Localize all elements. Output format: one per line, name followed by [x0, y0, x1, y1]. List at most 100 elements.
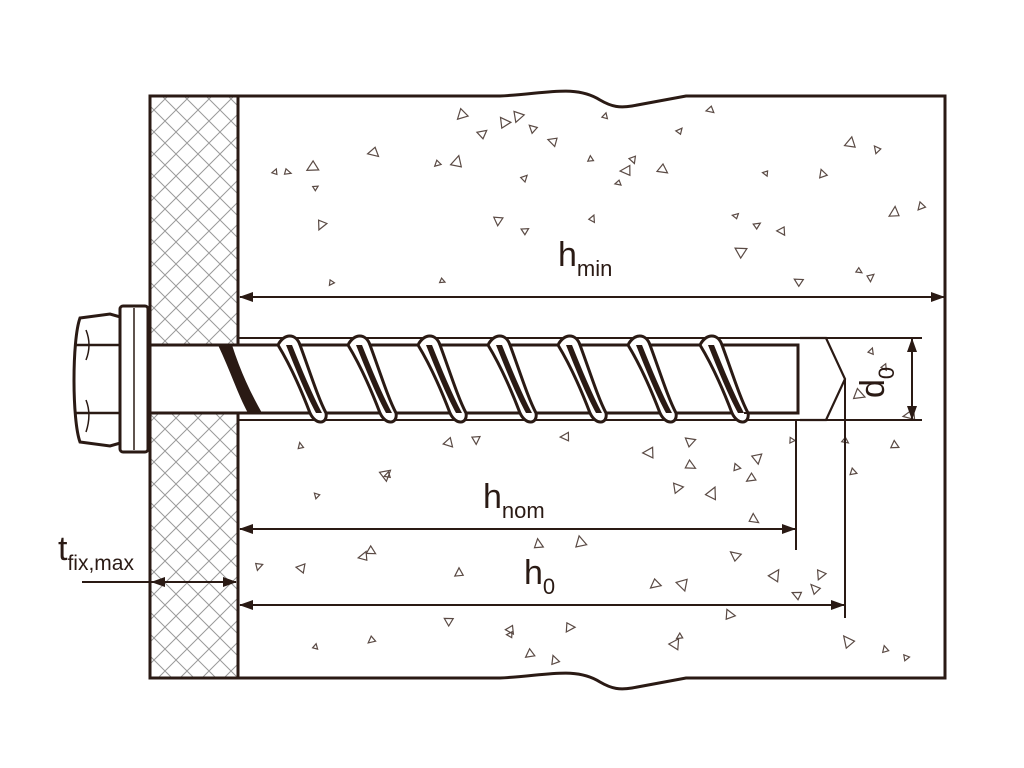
aggregate-speck — [438, 276, 447, 284]
aggregate-speck — [704, 485, 717, 501]
aggregate-speck — [311, 185, 320, 192]
aggregate-speck — [641, 446, 654, 459]
aggregate-speck — [731, 212, 740, 220]
aggregate-speck — [852, 387, 867, 400]
aggregate-speck — [328, 278, 336, 287]
aggregate-speck — [586, 154, 595, 162]
thread-flank — [636, 345, 672, 413]
aggregate-speck — [854, 266, 864, 274]
aggregate-speck — [254, 562, 264, 572]
aggregate-speck — [283, 167, 293, 175]
aggregate-speck — [649, 577, 663, 589]
aggregate-speck — [789, 436, 797, 444]
aggregate-speck — [456, 107, 470, 121]
aggregate-speck — [475, 129, 488, 140]
aggregate-speck — [684, 437, 697, 449]
hex-head-chamfer — [85, 329, 90, 433]
aggregate-speck — [442, 436, 454, 448]
aggregate-speck — [294, 562, 306, 575]
aggregate-speck — [575, 534, 588, 548]
h0-label: h0 — [524, 554, 555, 599]
aggregate-speck — [492, 216, 504, 228]
aggregate-speck — [810, 583, 822, 596]
aggregate-speck — [767, 568, 780, 583]
aggregate-speck — [587, 213, 596, 224]
aggregate-speck — [793, 278, 805, 288]
aggregate-speck — [881, 644, 890, 654]
aggregate-speck — [752, 222, 762, 231]
screw-anchor — [148, 334, 800, 424]
aggregate-speck — [365, 544, 377, 555]
thread-flank — [496, 345, 532, 413]
thread-flank — [286, 345, 322, 413]
aggregate-speck — [551, 654, 561, 666]
aggregate-speck — [704, 105, 715, 114]
aggregate-speck — [270, 167, 278, 176]
h-nom-label: hnom — [483, 478, 545, 523]
aggregate-speck — [684, 458, 697, 469]
aggregate-speck — [627, 155, 637, 165]
aggregate-speck — [725, 608, 737, 621]
aggregate-speck — [675, 631, 684, 640]
thread-flank — [566, 345, 602, 413]
aggregate-speck — [734, 247, 748, 260]
aggregate-speck — [761, 170, 769, 178]
aggregate-speck — [750, 453, 763, 466]
aggregate-speck — [866, 346, 874, 356]
screw-threads — [276, 334, 760, 424]
hex-head-facet — [76, 343, 120, 415]
aggregate-speck — [558, 431, 570, 442]
aggregate-speck — [367, 634, 377, 644]
hex-head — [72, 312, 126, 448]
screw-thread-start — [218, 345, 262, 413]
thread-flank — [426, 345, 462, 413]
aggregate-speck — [873, 144, 882, 155]
aggregate-speck — [297, 441, 305, 450]
aggregate-speck — [618, 164, 631, 177]
aggregate-speck — [528, 124, 539, 135]
aggregate-speck — [504, 624, 515, 636]
screw-shank — [148, 343, 800, 415]
aggregate-speck — [790, 591, 803, 601]
aggregate-speck — [745, 471, 757, 482]
aggregate-speck — [866, 273, 875, 283]
aggregate-speck — [655, 162, 669, 174]
aggregate-speck — [313, 492, 321, 500]
tfix-max-label: tfix,max — [58, 530, 134, 575]
aggregate-speck — [505, 630, 513, 639]
aggregate-speck — [317, 219, 329, 232]
aggregate-speck — [613, 179, 622, 186]
aggregate-speck — [879, 362, 888, 372]
aggregate-speck — [499, 116, 513, 130]
aggregate-speck — [443, 617, 455, 628]
aggregate-speck — [775, 226, 786, 237]
aggregate-speck — [513, 110, 526, 124]
aggregate-speck — [524, 647, 536, 658]
aggregate-speck — [816, 568, 828, 581]
aggregate-speck — [565, 621, 577, 634]
aggregate-speck — [843, 135, 856, 148]
dimensions — [82, 292, 945, 618]
aggregate-speck — [733, 462, 742, 472]
aggregate-speck — [849, 466, 859, 476]
aggregate-speck — [546, 137, 558, 148]
h-min-label: hmin — [558, 236, 612, 281]
aggregate-speck — [903, 653, 911, 662]
aggregate-speck — [818, 168, 829, 179]
aggregate-speck — [729, 551, 743, 563]
aggregate-speck — [748, 512, 760, 524]
aggregate-speck — [842, 634, 856, 650]
aggregate-speck — [917, 200, 927, 211]
aggregate-speck — [672, 482, 685, 495]
aggregate-speck — [449, 154, 463, 168]
aggregate-speck — [667, 637, 680, 651]
aggregate-speck — [533, 537, 545, 549]
aggregate-speck — [305, 159, 320, 171]
aggregate-speck — [311, 642, 319, 650]
aggregate-speck — [366, 146, 380, 158]
aggregate-speck — [453, 566, 465, 577]
screw-head — [72, 304, 150, 454]
aggregate-speck — [356, 550, 368, 561]
aggregate-speck — [382, 470, 392, 479]
